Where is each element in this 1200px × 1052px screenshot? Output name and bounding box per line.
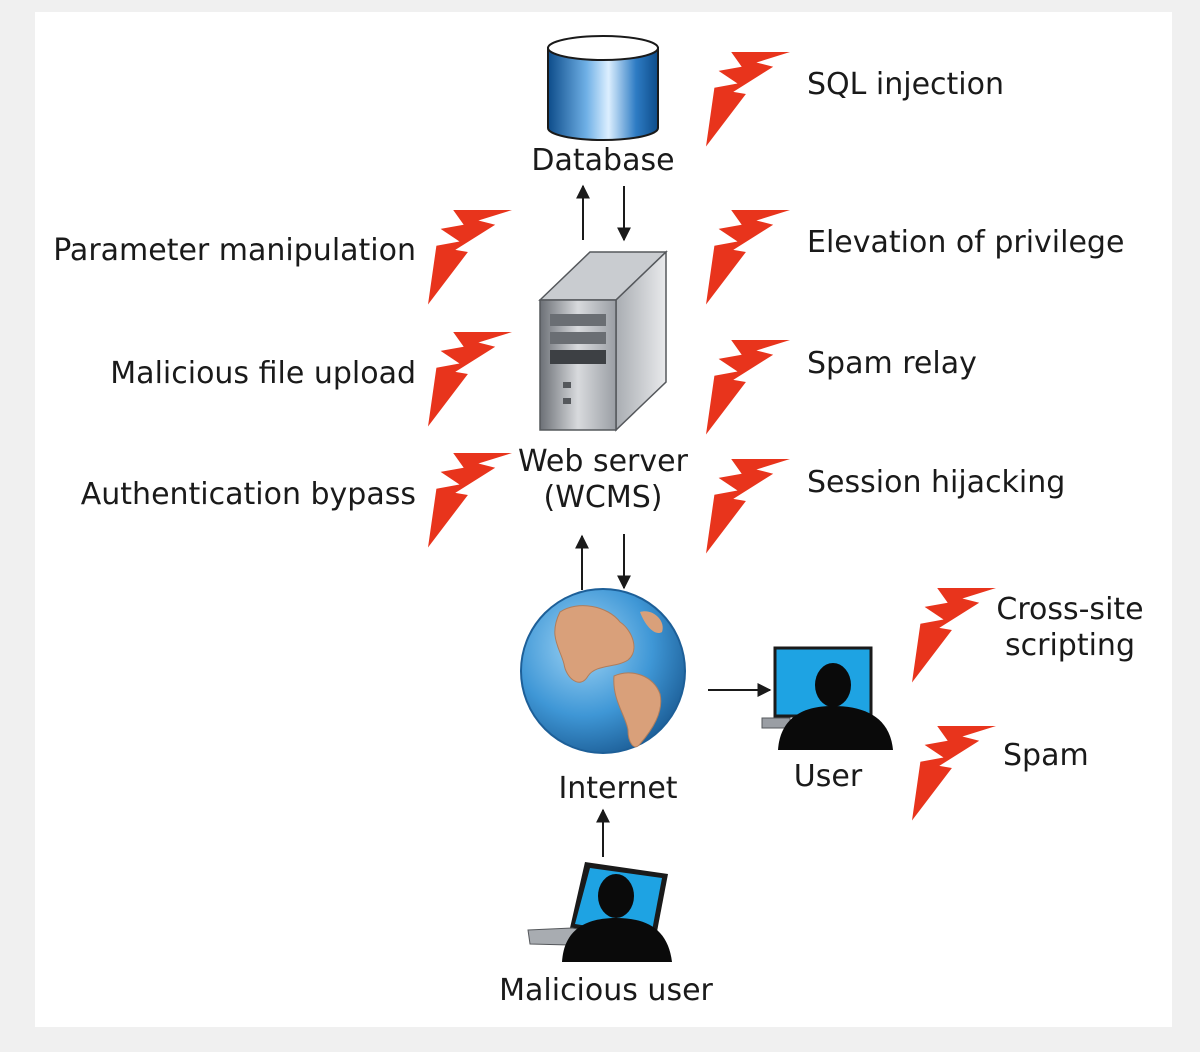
spam-threat-icon (912, 726, 996, 821)
user-label: User (793, 759, 863, 794)
spam-relay-label: Spam relay (807, 346, 977, 381)
cross-site-scripting-label-line2: scripting (1005, 628, 1135, 663)
diagram-panel (35, 12, 1172, 1027)
db-server-arrows (576, 184, 631, 242)
malicious-file-upload-threat-icon (428, 332, 512, 427)
database-label: Database (531, 143, 675, 178)
server-internet-arrows (575, 534, 631, 590)
sql-injection-threat-icon (706, 52, 790, 147)
elevation-of-privilege-label: Elevation of privilege (807, 225, 1125, 260)
malicious-file-upload-label: Malicious file upload (110, 356, 416, 391)
spam-relay-threat-icon (706, 340, 790, 435)
cross-site-scripting-label-line1: Cross-site (996, 592, 1144, 627)
user-computer-icon (761, 646, 893, 750)
internet-label: Internet (558, 771, 678, 806)
sql-injection-label: SQL injection (807, 67, 1005, 102)
authentication-bypass-label: Authentication bypass (80, 477, 416, 512)
malicious-user-icon (527, 862, 672, 962)
web-server-icon (538, 250, 668, 432)
database-icon (547, 35, 659, 141)
spam-label: Spam (1003, 738, 1089, 773)
web-server-label-line1: Web server (518, 444, 688, 479)
malicious-user-label: Malicious user (499, 973, 713, 1008)
parameter-manipulation-threat-icon (428, 210, 512, 305)
internet-globe-icon (520, 588, 686, 754)
elevation-of-privilege-threat-icon (706, 210, 790, 305)
session-hijacking-threat-icon (706, 459, 790, 554)
parameter-manipulation-label: Parameter manipulation (53, 233, 416, 268)
session-hijacking-label: Session hijacking (807, 465, 1066, 500)
cross-site-scripting-threat-icon (912, 588, 996, 683)
web-server-label-line2: (WCMS) (543, 480, 663, 515)
